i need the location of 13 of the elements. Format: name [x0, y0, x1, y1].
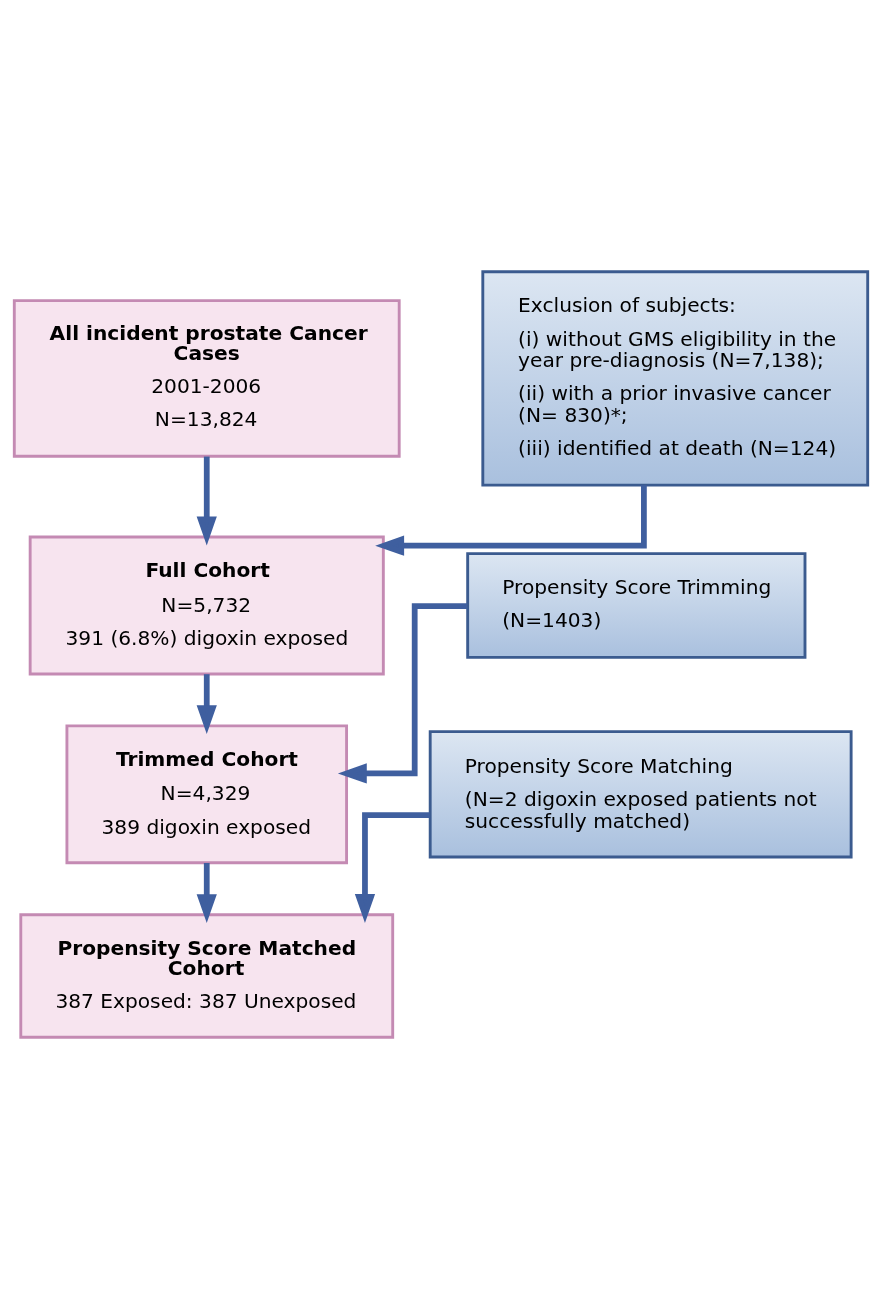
arrow [354, 812, 430, 923]
node-box: Propensity Score Matching (N=2 digoxin exposed patients not successfully matched) [428, 730, 853, 859]
node-box: Full Cohort N=5,732 391 (6.8%) digoxin exposed [28, 535, 385, 676]
arrow [196, 863, 217, 924]
node-box: All incident prostate Cancer Cases 2001-2006 N=13,824 [12, 299, 401, 458]
arrow [196, 456, 217, 546]
node-box: Trimmed Cohort N=4,329 389 digoxin exposed [65, 724, 348, 865]
arrow [337, 603, 468, 784]
node-box: Propensity Score Matched Cohort 387 Exposed: 387 Unexposed [19, 913, 395, 1039]
arrow [196, 674, 217, 735]
node-box: Exclusion of subjects: (i) without GMS eligibility in the year pre-diagnosis (N=7,138); (ii) with a prior invasive cancer (N= 830)*; (iii) identified at death (N=124) [481, 270, 870, 487]
arrow [375, 485, 647, 556]
node-box: Propensity Score Trimming (N=1403) [466, 552, 807, 659]
